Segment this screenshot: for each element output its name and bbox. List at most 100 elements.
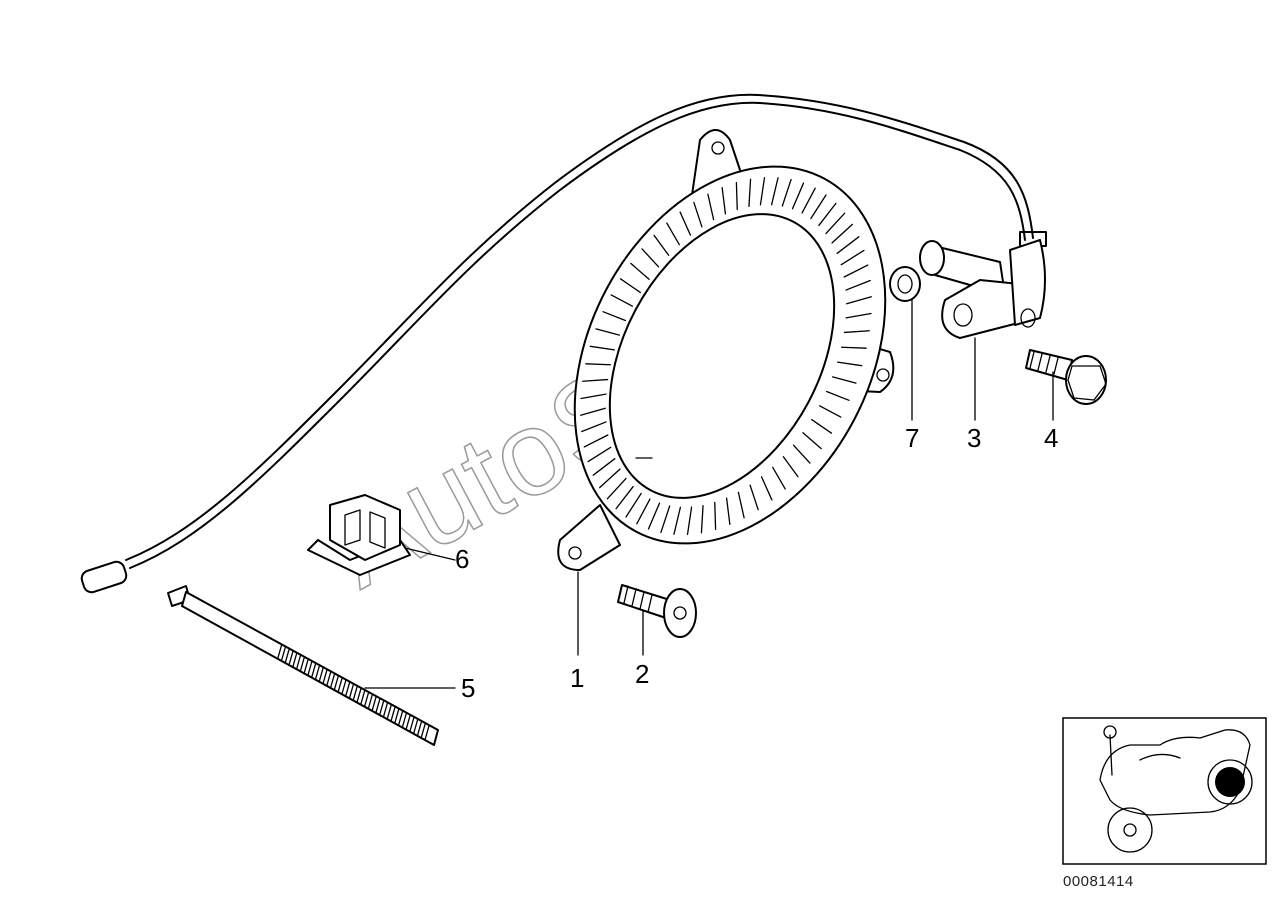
diagram-id: 00081414 [1063,873,1134,890]
tie-serration [348,683,355,699]
ring-tooth [707,193,715,221]
ring-tooth [781,178,792,207]
tie-serration [307,660,313,676]
tie-serration [296,654,302,670]
ring-tooth [836,236,860,254]
ring-tooth [636,498,651,525]
ring-tooth [782,456,799,478]
ring-tooth [748,178,752,208]
ring-tooth [810,194,827,220]
tie-serration [420,722,427,738]
ring-tooth [721,186,727,215]
cable-tie-icon [167,585,439,746]
tie-serration [311,662,317,678]
tie-serration [398,710,404,726]
tie-serration [292,652,298,668]
ring-tooth [615,485,634,510]
ring-tooth [585,363,612,366]
ring-tooth [725,497,731,526]
tie-serration [330,672,336,689]
tie-serration [314,664,321,680]
callout-3: 3 [967,423,981,453]
tie-serration [390,705,396,722]
hex-bolt-icon [1025,349,1107,405]
ring-tooth [583,434,609,448]
locator-inset [1062,717,1267,865]
ring-tooth [791,182,805,210]
ring-tooth [735,181,738,211]
ring-tooth [610,294,634,307]
ring-tooth [811,418,833,434]
tie-serration [413,718,419,734]
callout-7: 7 [905,423,919,453]
tie-serration [356,687,362,703]
ring-tooth [772,466,786,490]
tie-serration [382,701,389,718]
ring-tooth [673,506,682,535]
ring-tooth [770,177,779,206]
abs-sensor-icon [919,239,1046,339]
ring-tooth [582,378,609,382]
cable-clip-icon [307,494,411,576]
tie-serration [280,645,287,662]
ring-tooth [714,501,717,531]
ring-tooth [686,506,693,535]
tie-serration [360,689,366,705]
callout-2: 2 [635,659,649,689]
ring-tooth [801,187,816,214]
ring-tooth [589,345,616,351]
tie-serration [352,685,359,701]
ring-tooth [843,330,870,334]
ring-tooth [660,505,671,534]
ring-tooth [666,222,680,246]
ring-tooth [625,492,642,518]
callout-1: 1 [570,663,584,693]
ring-tooth [843,264,869,278]
ring-tooth [840,249,865,266]
callout-5: 5 [461,673,475,703]
abs-sensor-cable-icon [80,93,1047,594]
tie-serration [326,670,332,686]
tie-serration [386,703,393,720]
ring-tooth [630,262,650,280]
ring-tooth [641,248,660,268]
ring-tooth [595,328,621,336]
tie-serration [401,712,408,728]
ring-tooth [845,296,872,305]
ring-tooth [845,279,871,291]
tie-serration [318,666,324,682]
ring-tooth [831,223,853,244]
tie-serration [424,724,430,740]
ring-tooth [825,390,850,401]
ring-tooth [700,504,704,534]
ring-tooth [831,376,857,384]
ring-tooth [749,484,759,511]
ring-tooth [679,211,692,236]
tie-serration [405,714,411,730]
callout-4: 4 [1044,423,1058,453]
tie-serration [409,716,415,732]
ring-tooth [602,311,627,322]
ring-tooth [693,201,703,228]
ring-tooth [592,458,616,476]
tie-serration [364,691,370,707]
tie-serration [371,695,377,711]
ring-tooth [599,468,621,489]
motorcycle-locator-icon [1099,725,1253,853]
tie-serration [379,699,385,715]
tie-serration [288,650,294,666]
ring-tooth [818,202,837,227]
ring-tooth [759,177,766,206]
ring-tooth [580,393,607,400]
callout-6: 6 [455,544,469,574]
ring-tooth [737,491,745,519]
tie-serration [284,647,290,664]
tie-serration [333,674,340,691]
tie-serration [299,656,306,672]
leader-lines [364,299,1054,689]
tie-serration [394,707,400,724]
ring-tooth [802,432,822,450]
abs-impulse-ring-icon [557,129,895,571]
tie-serration [375,697,381,713]
tie-serration [416,720,423,736]
